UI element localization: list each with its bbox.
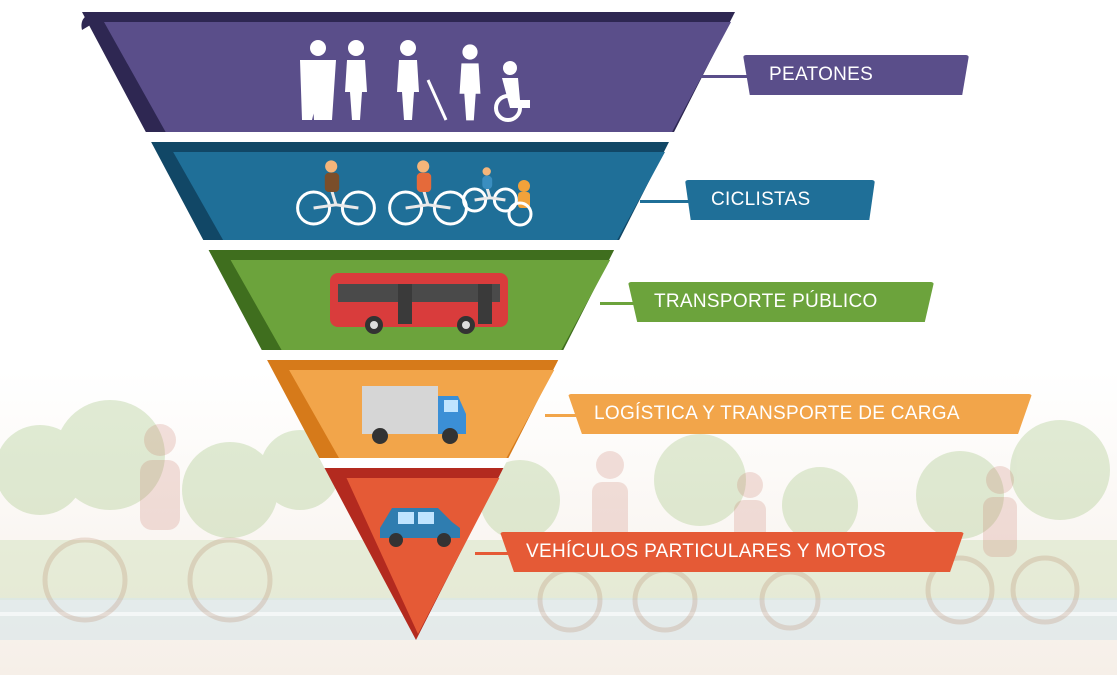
- level-label: PEATONES: [743, 55, 969, 95]
- label-connector: [475, 552, 510, 555]
- label-connector: [600, 302, 638, 305]
- pyramid-level-5: [324, 468, 504, 640]
- level-face: [346, 478, 500, 634]
- cyclists-icon: [296, 160, 533, 227]
- label-connector: [700, 75, 753, 78]
- level-label: CICLISTAS: [685, 180, 875, 220]
- pedestrians-icon: [300, 40, 530, 122]
- truck-icon: [362, 386, 466, 444]
- label-connector: [545, 414, 578, 417]
- level-label: LOGÍSTICA Y TRANSPORTE DE CARGA: [568, 394, 1032, 434]
- pyramid-level-2: [151, 142, 669, 250]
- level-face: [173, 152, 665, 240]
- level-label: VEHÍCULOS PARTICULARES Y MOTOS: [500, 532, 964, 572]
- level-divider: [261, 350, 564, 360]
- level-divider: [203, 240, 620, 250]
- label-connector: [640, 200, 695, 203]
- bus-icon: [330, 273, 508, 334]
- car-icon: [380, 508, 460, 547]
- level-divider: [319, 458, 509, 468]
- level-divider: [145, 132, 675, 142]
- level-label: TRANSPORTE PÚBLICO: [628, 282, 934, 322]
